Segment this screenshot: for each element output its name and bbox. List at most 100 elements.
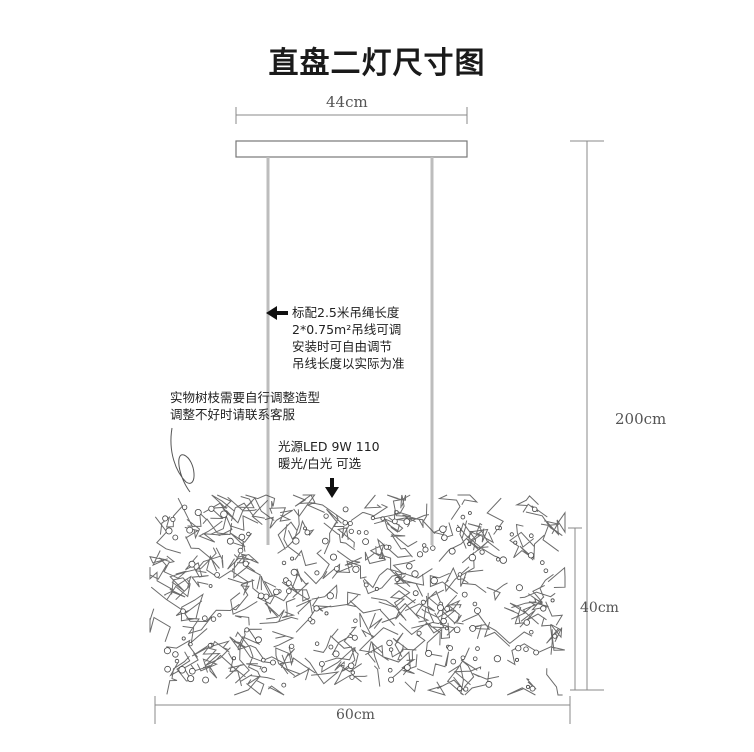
body-width-dimension — [154, 696, 571, 724]
branch-bead — [469, 625, 477, 632]
branch-bead — [467, 511, 472, 515]
branch-bead — [353, 618, 358, 623]
branch-bead — [523, 646, 529, 652]
branch-bead — [420, 599, 426, 605]
branch-bead — [430, 576, 438, 585]
branch-bead — [285, 588, 292, 594]
branch-bead — [425, 649, 433, 657]
branch-bead — [475, 646, 480, 651]
body-height-dimension — [568, 527, 582, 690]
branch-bead — [457, 572, 463, 577]
branch-bead — [214, 572, 220, 578]
branch-bead — [380, 516, 385, 521]
branch-bead — [172, 651, 179, 658]
branch-bead — [349, 674, 355, 680]
branch-bead — [347, 521, 353, 527]
branch-bead — [441, 534, 448, 541]
branch-bead — [383, 544, 389, 550]
branch-note-line-1: 实物树枝需要自行调整造型 — [170, 390, 321, 405]
branch-bead — [237, 547, 244, 554]
branch-bead — [430, 545, 436, 551]
branch-bead — [307, 617, 313, 622]
light-note-line-1: 光源LED 9W 110 — [278, 439, 380, 454]
branch-bead — [523, 619, 530, 626]
branch-bead — [326, 592, 334, 600]
branch-bead — [202, 615, 208, 621]
branch-bead — [210, 616, 217, 622]
branch-bead — [352, 565, 360, 573]
total-height-dimension — [570, 140, 604, 691]
branch-bead — [468, 553, 477, 562]
branch-bead — [450, 658, 457, 665]
branch-bead — [527, 552, 535, 559]
body-height-label: 40cm — [580, 600, 619, 616]
branch-bead — [186, 526, 194, 534]
branch-bead — [448, 547, 456, 555]
branch-bead — [207, 643, 213, 648]
branch-bead — [162, 515, 169, 522]
branch-note-line-2: 调整不好时请联系客服 — [170, 407, 296, 422]
branch-bead — [363, 582, 369, 588]
branch-bead — [172, 534, 179, 541]
branch-bead — [363, 530, 369, 535]
branch-bead — [208, 584, 213, 588]
branch-bead — [328, 644, 334, 650]
branch-bead — [290, 568, 298, 576]
branch-note-leader — [170, 427, 195, 493]
branch-bead — [552, 633, 558, 639]
branch-bead — [528, 533, 534, 538]
branch-bead — [303, 526, 307, 531]
branch-bead — [350, 670, 355, 675]
branch-bead — [318, 661, 325, 667]
wire-note: 标配2.5米吊绳长度 2*0.75m²吊线可调 安装时可自由调节 吊线长度以实际… — [292, 304, 405, 372]
branch-bead — [238, 533, 246, 541]
branch-bead — [404, 664, 411, 671]
branch-bead — [188, 560, 196, 568]
branch-bead — [474, 607, 481, 614]
branch-bead — [181, 504, 188, 510]
branch-bead — [329, 553, 337, 561]
branch-bead — [220, 510, 228, 518]
branch-bead — [281, 560, 287, 566]
wire-note-line-2: 2*0.75m²吊线可调 — [292, 322, 402, 337]
branch-bead — [494, 525, 500, 530]
branch-bead — [509, 532, 514, 537]
branch-bead — [455, 527, 461, 533]
branch-strands — [149, 494, 566, 696]
branch-bead — [348, 528, 354, 534]
branch-bead — [226, 537, 234, 545]
branch-bead — [289, 643, 295, 649]
branch-bead — [493, 655, 501, 663]
branch-bead — [370, 515, 375, 521]
branch-bead — [463, 686, 469, 692]
branch-bead — [321, 537, 329, 545]
branch-bead — [539, 560, 545, 565]
branch-bead — [332, 650, 340, 658]
wire-note-line-1: 标配2.5米吊绳长度 — [292, 305, 400, 320]
branch-bead — [479, 549, 485, 555]
branch-bead — [388, 676, 395, 683]
branch-bead — [403, 518, 411, 525]
branch-bead — [533, 649, 539, 656]
branch-bead — [394, 576, 400, 582]
branch-bead — [457, 686, 463, 692]
branch-bead — [356, 530, 362, 535]
branch-bead — [513, 540, 518, 545]
branch-bead — [272, 588, 280, 596]
branch-bead — [163, 647, 171, 655]
branch-bead — [495, 557, 501, 562]
branch-bead — [485, 680, 493, 688]
branch-bead — [351, 634, 358, 641]
branch-bead — [460, 514, 466, 520]
branch-bead — [217, 613, 222, 618]
wire-note-line-4: 吊线长度以实际为准 — [292, 356, 405, 371]
branch-bead — [313, 605, 320, 612]
branch-bead — [246, 531, 251, 537]
branch-bead — [257, 592, 265, 600]
branch-bead — [292, 537, 300, 545]
branch-bead — [314, 641, 320, 646]
light-note: 光源LED 9W 110 暖光/白光 可选 — [278, 438, 380, 472]
branch-bead — [467, 542, 472, 547]
branch-bead — [515, 645, 522, 652]
